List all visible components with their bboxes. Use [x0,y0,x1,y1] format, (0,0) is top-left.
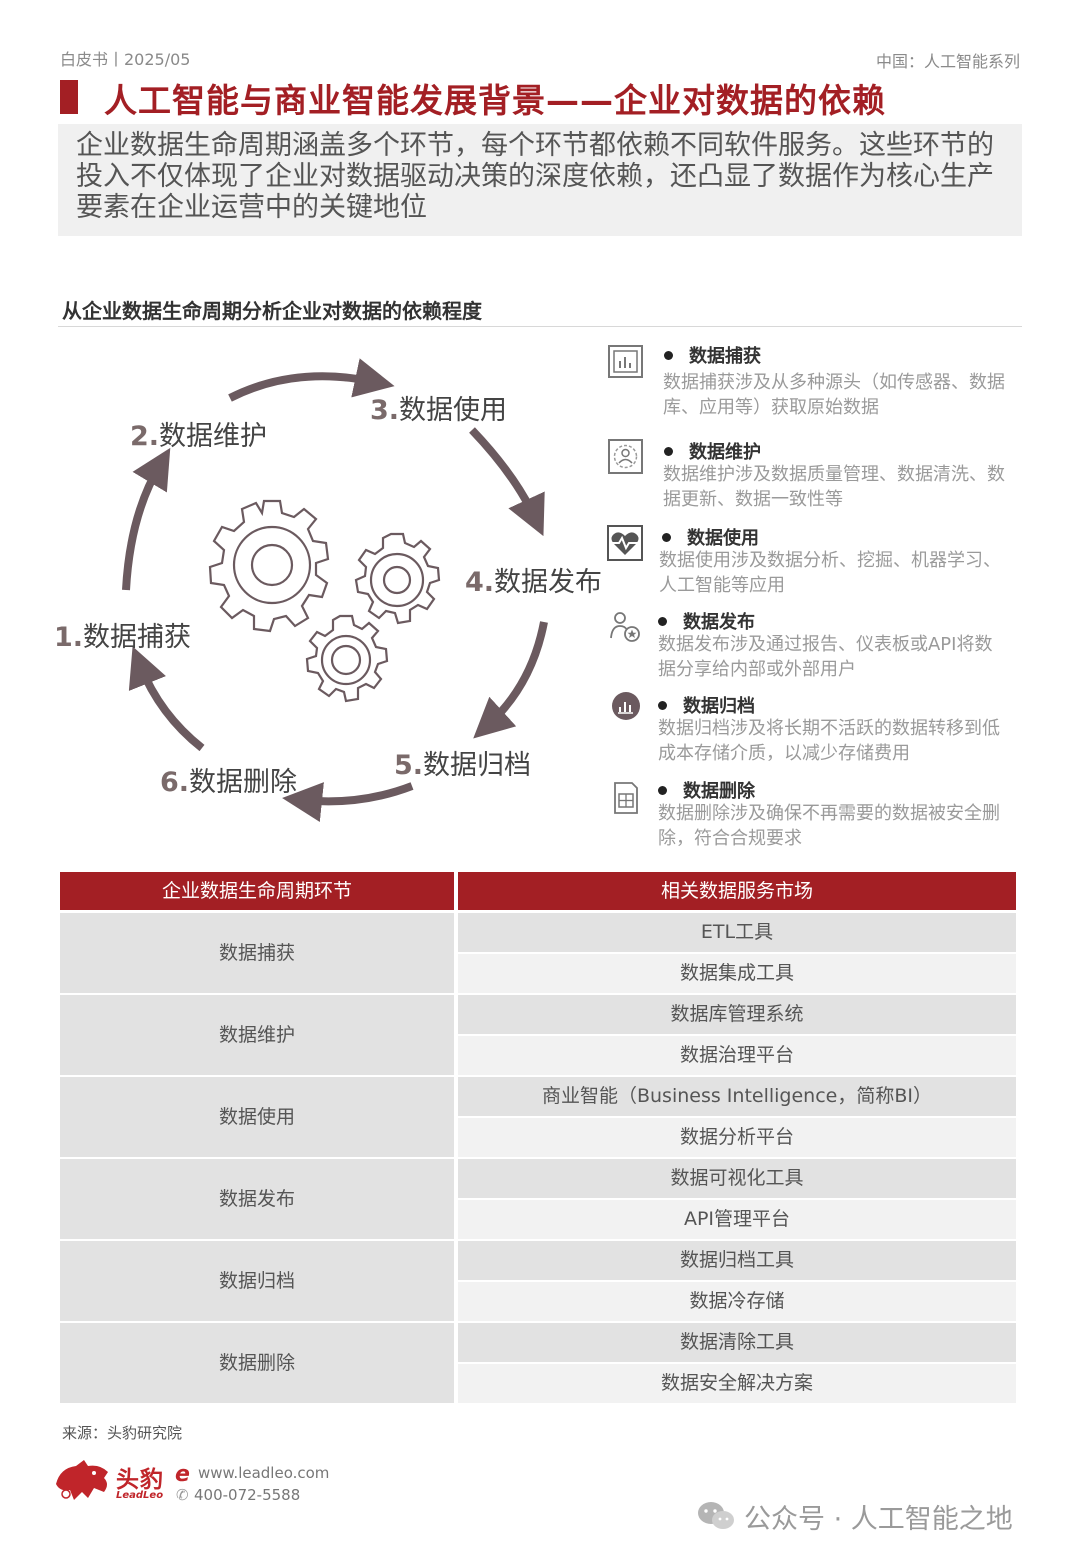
table-service-cell: 数据安全解决方案 [458,1364,1016,1403]
users-star-icon [610,612,640,642]
desc-title: 数据维护 [664,438,761,464]
wechat-watermark: 公众号 · 人工智能之地 [696,1496,1013,1536]
table-service-cell: 数据库管理系统 [458,995,1016,1034]
table-service-cell: API管理平台 [458,1200,1016,1239]
desc-text: 数据归档涉及将长期不活跃的数据转移到低成本存储介质，以减少存储费用 [658,718,1000,764]
intro-text: 企业数据生命周期涵盖多个环节，每个环节都依赖不同软件服务。这些环节的投入不仅体现… [58,124,1022,236]
desc-text: 数据捕获涉及从多种源头（如传感器、数据库、应用等）获取原始数据 [663,372,1005,418]
document-table-icon [614,782,638,814]
lifecycle-diagram: 1.数据捕获 2.数据维护 3.数据使用 4.数据发布 5.数据归档 6.数据删… [40,340,620,840]
source-note: 来源：头豹研究院 [62,1424,183,1442]
brand-name-en: LeadLeo [116,1490,164,1501]
gears-icon [208,499,441,703]
cycle-step-capture: 1.数据捕获 [54,622,192,653]
phone-icon: ✆ [176,1486,189,1504]
desc-maintain: 数据维护 数据维护涉及数据质量管理、数据清洗、数据更新、数据一致性等 [606,438,1026,518]
desc-publish: 数据发布 数据发布涉及通过报告、仪表板或API将数据分享给内部或外部用户 [606,608,1026,688]
section-title: 从企业数据生命周期分析企业对数据的依赖程度 [62,299,482,323]
heart-pulse-icon [607,525,643,561]
series-label: 中国：人工智能系列 [875,52,1020,71]
lifecycle-arrows [122,358,548,822]
table-service-cell: 数据清除工具 [458,1323,1016,1362]
cycle-step-delete: 6.数据删除 [160,767,298,798]
cycle-step-use: 3.数据使用 [370,395,508,426]
section-divider [58,326,1022,327]
table-stage-cell: 数据捕获 [60,913,454,993]
desc-text: 数据删除涉及确保不再需要的数据被安全删除，符合合规要求 [658,803,1000,849]
desc-title: 数据捕获 [664,342,761,368]
arrow-archive-to-delete [282,782,414,822]
desc-title: 数据使用 [662,524,759,550]
arrow-publish-to-archive [473,621,548,739]
title-accent-bar [60,80,78,114]
brand-website[interactable]: www.leadleo.com [198,1464,330,1482]
table-stage-cell: 数据使用 [60,1077,454,1157]
table-service-cell: ETL工具 [458,913,1016,952]
cycle-step-archive: 5.数据归档 [394,750,532,781]
brand-phone: ✆400-072-5588 [176,1486,301,1504]
small-gear-icon [305,614,389,703]
table-stage-cell: 数据删除 [60,1323,454,1403]
table-header-services: 相关数据服务市场 [458,872,1016,910]
brand-name: 头豹 [116,1467,164,1493]
desc-title: 数据归档 [658,692,755,718]
arrow-capture-to-maintain [122,447,171,591]
table-service-cell: 数据归档工具 [458,1241,1016,1280]
brand-e-icon: e [175,1462,190,1487]
desc-capture: 数据捕获 数据捕获涉及从多种源头（如传感器、数据库、应用等）获取原始数据 [606,342,1026,422]
desc-title: 数据发布 [658,608,755,634]
arrow-maintain-to-use [228,358,395,402]
arrow-use-to-publish [469,427,545,537]
table-service-cell: 数据冷存储 [458,1282,1016,1321]
person-gear-icon [608,439,643,474]
table-service-cell: 数据治理平台 [458,1036,1016,1075]
desc-archive: 数据归档 数据归档涉及将长期不活跃的数据转移到低成本存储介质，以减少存储费用 [606,692,1026,772]
desc-text: 数据使用涉及数据分析、挖掘、机器学习、人工智能等应用 [659,550,1001,596]
table-service-cell: 商业智能（Business Intelligence，简称BI） [458,1077,1016,1116]
leadleo-logo-icon [56,1460,108,1500]
table-stage-cell: 数据维护 [60,995,454,1075]
chart-circle-icon [612,692,640,720]
wechat-icon [698,1502,734,1529]
report-type-date: 白皮书丨2025/05 [60,50,191,69]
desc-text: 数据维护涉及数据质量管理、数据清洗、数据更新、数据一致性等 [663,464,1005,510]
desc-text: 数据发布涉及通过报告、仪表板或API将数据分享给内部或外部用户 [658,634,993,680]
table-service-cell: 数据分析平台 [458,1118,1016,1157]
bar-chart-icon [608,345,643,378]
table-stage-cell: 数据发布 [60,1159,454,1239]
desc-delete: 数据删除 数据删除涉及确保不再需要的数据被安全删除，符合合规要求 [606,777,1026,857]
medium-gear-icon [354,532,441,625]
watermark-text: 公众号 · 人工智能之地 [744,1503,1013,1535]
cycle-step-maintain: 2.数据维护 [130,421,268,452]
desc-use: 数据使用 数据使用涉及数据分析、挖掘、机器学习、人工智能等应用 [606,524,1026,604]
arrow-delete-to-capture [128,646,205,752]
table-stage-cell: 数据归档 [60,1241,454,1321]
table-service-cell: 数据可视化工具 [458,1159,1016,1198]
page-title: 人工智能与商业智能发展背景——企业对数据的依赖 [104,81,886,120]
desc-title: 数据删除 [658,777,755,803]
table-service-cell: 数据集成工具 [458,954,1016,993]
table-header-stage: 企业数据生命周期环节 [60,872,454,910]
large-gear-icon [208,499,330,633]
cycle-step-publish: 4.数据发布 [465,567,603,598]
